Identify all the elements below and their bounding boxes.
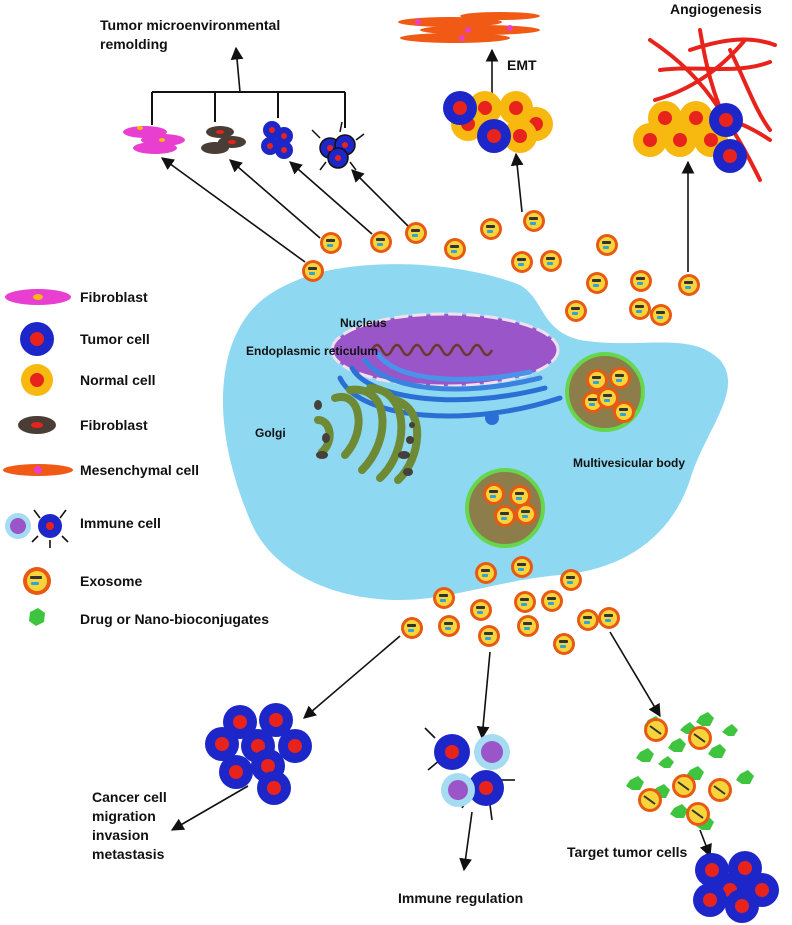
- tme-bracket: [151, 91, 346, 128]
- emt-cell-cluster: [443, 91, 553, 153]
- arrow-to-target-tumor: [699, 829, 712, 858]
- immune-cell-cluster-small: [311, 121, 365, 171]
- fibroblast-cluster: [123, 126, 185, 154]
- immune-regulation-label: Immune regulation: [398, 890, 523, 906]
- legend-normal-cell-icon: [21, 364, 53, 396]
- legend-mesenchymal-cell-icon: [3, 464, 73, 476]
- target-tumor-label: Target tumor cells: [567, 844, 688, 860]
- cancer-cell-cluster: [205, 703, 312, 805]
- emt-label: EMT: [507, 57, 537, 73]
- legend-fibroblast-label: Fibroblast: [80, 289, 148, 305]
- legend-exosome-label: Exosome: [80, 573, 142, 589]
- legend-normal-cell-label: Normal cell: [80, 372, 155, 388]
- legend-immune-cell-icons: [5, 509, 69, 548]
- nucleus-label: Nucleus: [340, 316, 387, 330]
- legend-tumor-cell-icon: [20, 322, 54, 356]
- arrow-to-immune-small: [351, 169, 409, 227]
- mesenchymal-cells-top: [398, 12, 540, 43]
- legend-tumor-cell-label: Tumor cell: [80, 331, 150, 347]
- arrow-to-emt: [510, 152, 524, 213]
- multivesicular-body-2: [465, 468, 545, 548]
- tumor-cell-cluster-small: [261, 121, 293, 159]
- tme-title-line2: remolding: [100, 36, 168, 52]
- legend-stromal-fibroblast-label: Fibroblast: [80, 417, 148, 433]
- arrow-to-tumor-small: [289, 161, 373, 235]
- drug-loaded-exosomes: [626, 712, 754, 830]
- arrow-to-immune-cluster: [476, 651, 491, 740]
- target-tumor-cluster: [693, 851, 779, 923]
- cancer-label-line2: migration: [92, 808, 156, 824]
- nucleus: [330, 312, 560, 388]
- cancer-label-line4: metastasis: [92, 846, 165, 862]
- legend-immune-label: Immune cell: [80, 515, 161, 531]
- golgi-label: Golgi: [255, 426, 286, 440]
- arrow-to-cancer-cluster: [303, 635, 401, 719]
- angiogenesis-cell-cluster: [633, 101, 747, 173]
- mvb-label: Multivesicular body: [573, 456, 685, 470]
- arrow-to-stromal: [229, 159, 321, 239]
- arrow-to-immune-regulation: [459, 811, 473, 872]
- legend-mesenchymal-label: Mesenchymal cell: [80, 462, 199, 478]
- tme-title-line1: Tumor microenvironmental: [100, 17, 280, 33]
- er-label: Endoplasmic reticulum: [246, 344, 378, 358]
- immune-cells: [434, 734, 510, 807]
- angiogenesis-label: Angiogenesis: [670, 1, 762, 17]
- arrow-to-fibroblast: [160, 157, 306, 263]
- arrow-to-metastasis: [170, 785, 249, 831]
- legend-drug-label: Drug or Nano-bioconjugates: [80, 611, 269, 627]
- arrow-to-drug-cluster: [609, 631, 661, 718]
- legend-fibroblast-icon: [5, 289, 71, 305]
- golgi-apparatus: [314, 384, 422, 484]
- multivesicular-body-1: [565, 352, 645, 432]
- legend-exosome-icon: [23, 567, 51, 595]
- cancer-label-line3: invasion: [92, 827, 149, 843]
- stromal-fibroblast-cluster: [201, 126, 246, 154]
- golgi-vesicles: [314, 400, 415, 476]
- tme-up-arrow: [230, 46, 244, 93]
- legend-drug-icon: [29, 608, 45, 626]
- cancer-label-line1: Cancer cell: [92, 789, 167, 805]
- legend-stromal-fibroblast-icon: [18, 416, 56, 434]
